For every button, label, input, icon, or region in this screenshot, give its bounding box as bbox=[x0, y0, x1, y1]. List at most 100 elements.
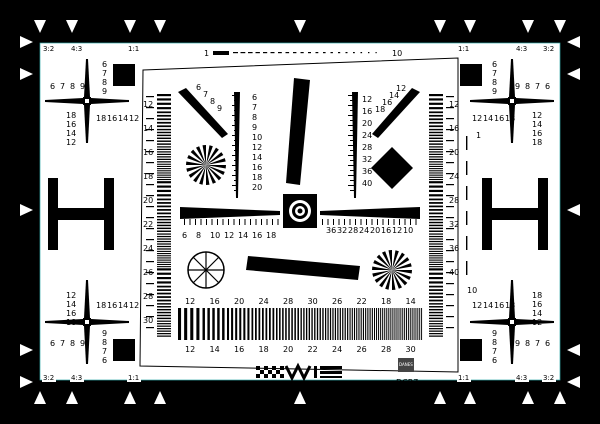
horizontal-wedge-tick bbox=[377, 219, 378, 225]
outer-ladder-tick bbox=[446, 261, 454, 263]
bottom-bar-line bbox=[380, 308, 382, 340]
fan-label: 8 bbox=[252, 113, 257, 122]
ladder-line bbox=[429, 285, 443, 288]
bottom-bar-line bbox=[276, 308, 278, 340]
ladder-line bbox=[157, 248, 171, 250]
bottom-bar-line bbox=[279, 308, 281, 340]
bottom-bar-line bbox=[421, 308, 423, 340]
checker-cell bbox=[272, 366, 276, 370]
crosshair-label: 12 bbox=[472, 114, 482, 123]
fan-label: 18 bbox=[252, 173, 262, 182]
ladder-line bbox=[429, 174, 443, 176]
outer-ladder-tick bbox=[446, 129, 454, 131]
vertical-wedge-tick bbox=[350, 190, 354, 191]
ratio-label-bg bbox=[457, 45, 471, 53]
fan-label: 20 bbox=[252, 183, 262, 192]
star-segment bbox=[372, 270, 392, 277]
left-ladder-label: 28 bbox=[143, 292, 153, 301]
bottom-bar-line bbox=[262, 308, 264, 340]
bottom-bar-line bbox=[409, 308, 411, 340]
ratio-label-top: 1:1 bbox=[458, 45, 469, 53]
ladder-line bbox=[429, 137, 443, 140]
ladder-line bbox=[429, 268, 443, 271]
ladder-line bbox=[429, 328, 443, 330]
star-segment bbox=[190, 149, 206, 165]
ladder-line bbox=[429, 227, 443, 230]
ladder-line bbox=[157, 156, 171, 158]
ratio-label-top: 3:2 bbox=[43, 45, 54, 53]
bottom-bar-line bbox=[365, 308, 367, 340]
corner-arrow-top bbox=[522, 20, 534, 33]
ladder-line bbox=[429, 111, 443, 114]
ladder-line bbox=[429, 172, 443, 174]
bottom-block-label-top: 20 bbox=[234, 297, 244, 306]
corner-square-tl bbox=[113, 64, 135, 86]
outer-ladder-tick bbox=[446, 162, 454, 164]
bottom-block-label-bottom: 18 bbox=[259, 345, 269, 354]
vertical-wedge-tick bbox=[232, 155, 238, 156]
ladder-line bbox=[157, 308, 171, 311]
bottom-bar-line bbox=[305, 308, 308, 340]
crosshair-wedge bbox=[516, 98, 554, 104]
fan-label: 28 bbox=[362, 143, 372, 152]
bottom-bar-line bbox=[247, 308, 250, 340]
ladder-line bbox=[157, 303, 171, 305]
edge-arrow-right bbox=[567, 36, 580, 48]
horizontal-wedge-tick bbox=[233, 219, 235, 225]
crosshair-label: 6 bbox=[492, 356, 497, 365]
outer-ladder-tick bbox=[446, 217, 454, 219]
bottom-bar-line bbox=[390, 308, 392, 340]
bottom-bar-line bbox=[294, 308, 296, 340]
horizontal-wedge-tick bbox=[244, 219, 246, 225]
crosshair-wedge bbox=[91, 98, 129, 104]
outer-ladder-tick bbox=[146, 184, 154, 186]
bottom-bar-line bbox=[394, 308, 396, 340]
outer-ladder-tick bbox=[446, 96, 454, 98]
fan-label: 12 bbox=[252, 143, 262, 152]
horizontal-wedge-label: 14 bbox=[238, 231, 248, 240]
ratio-label-bg bbox=[70, 374, 84, 382]
crosshair-label: 8 bbox=[492, 338, 497, 347]
wheel-spoke bbox=[192, 256, 220, 284]
right-edge-mark bbox=[466, 186, 468, 200]
vertical-wedge-tick bbox=[232, 185, 238, 186]
edge-arrow-right bbox=[567, 344, 580, 356]
crosshair-label: 18 bbox=[66, 111, 76, 120]
ladder-line bbox=[157, 114, 171, 117]
ladder-line bbox=[157, 158, 171, 160]
ladder-line bbox=[429, 198, 443, 201]
ladder-line bbox=[429, 168, 443, 170]
horizontal-wedge-tick bbox=[195, 219, 196, 225]
crosshair-label: 12 bbox=[66, 291, 76, 300]
fan-label: 16 bbox=[252, 163, 262, 172]
bottom-block-label-bottom: 22 bbox=[308, 345, 318, 354]
left-ladder-label: 24 bbox=[143, 244, 153, 253]
ladder-line bbox=[429, 153, 443, 155]
ladder-line bbox=[429, 163, 443, 165]
ladder-line bbox=[157, 257, 171, 259]
ladder-line bbox=[429, 131, 443, 134]
ladder-line bbox=[157, 289, 171, 291]
ladder-line bbox=[429, 128, 443, 131]
bottom-bar-line bbox=[413, 308, 415, 340]
outer-ladder-tick bbox=[446, 283, 454, 285]
ladder-line bbox=[429, 272, 443, 275]
checker-cell bbox=[264, 366, 268, 370]
bottom-bar-line bbox=[311, 308, 313, 340]
corner-arrow-bottom bbox=[124, 391, 136, 404]
ladder-line bbox=[429, 202, 443, 204]
star-segment bbox=[385, 270, 392, 290]
ladder-line bbox=[157, 261, 171, 263]
top-scale-dash bbox=[248, 52, 253, 54]
ladder-line bbox=[429, 216, 443, 218]
corner-square-bl bbox=[113, 339, 135, 361]
bottom-bar-line bbox=[251, 308, 254, 340]
outer-ladder-tick bbox=[146, 129, 154, 131]
ladder-line bbox=[157, 240, 171, 243]
crosshair-wedge bbox=[84, 105, 90, 143]
outer-ladder-tick bbox=[146, 173, 154, 175]
top-scale-dashes bbox=[233, 52, 377, 54]
star-segment bbox=[206, 152, 224, 165]
ladder-line bbox=[157, 263, 171, 266]
